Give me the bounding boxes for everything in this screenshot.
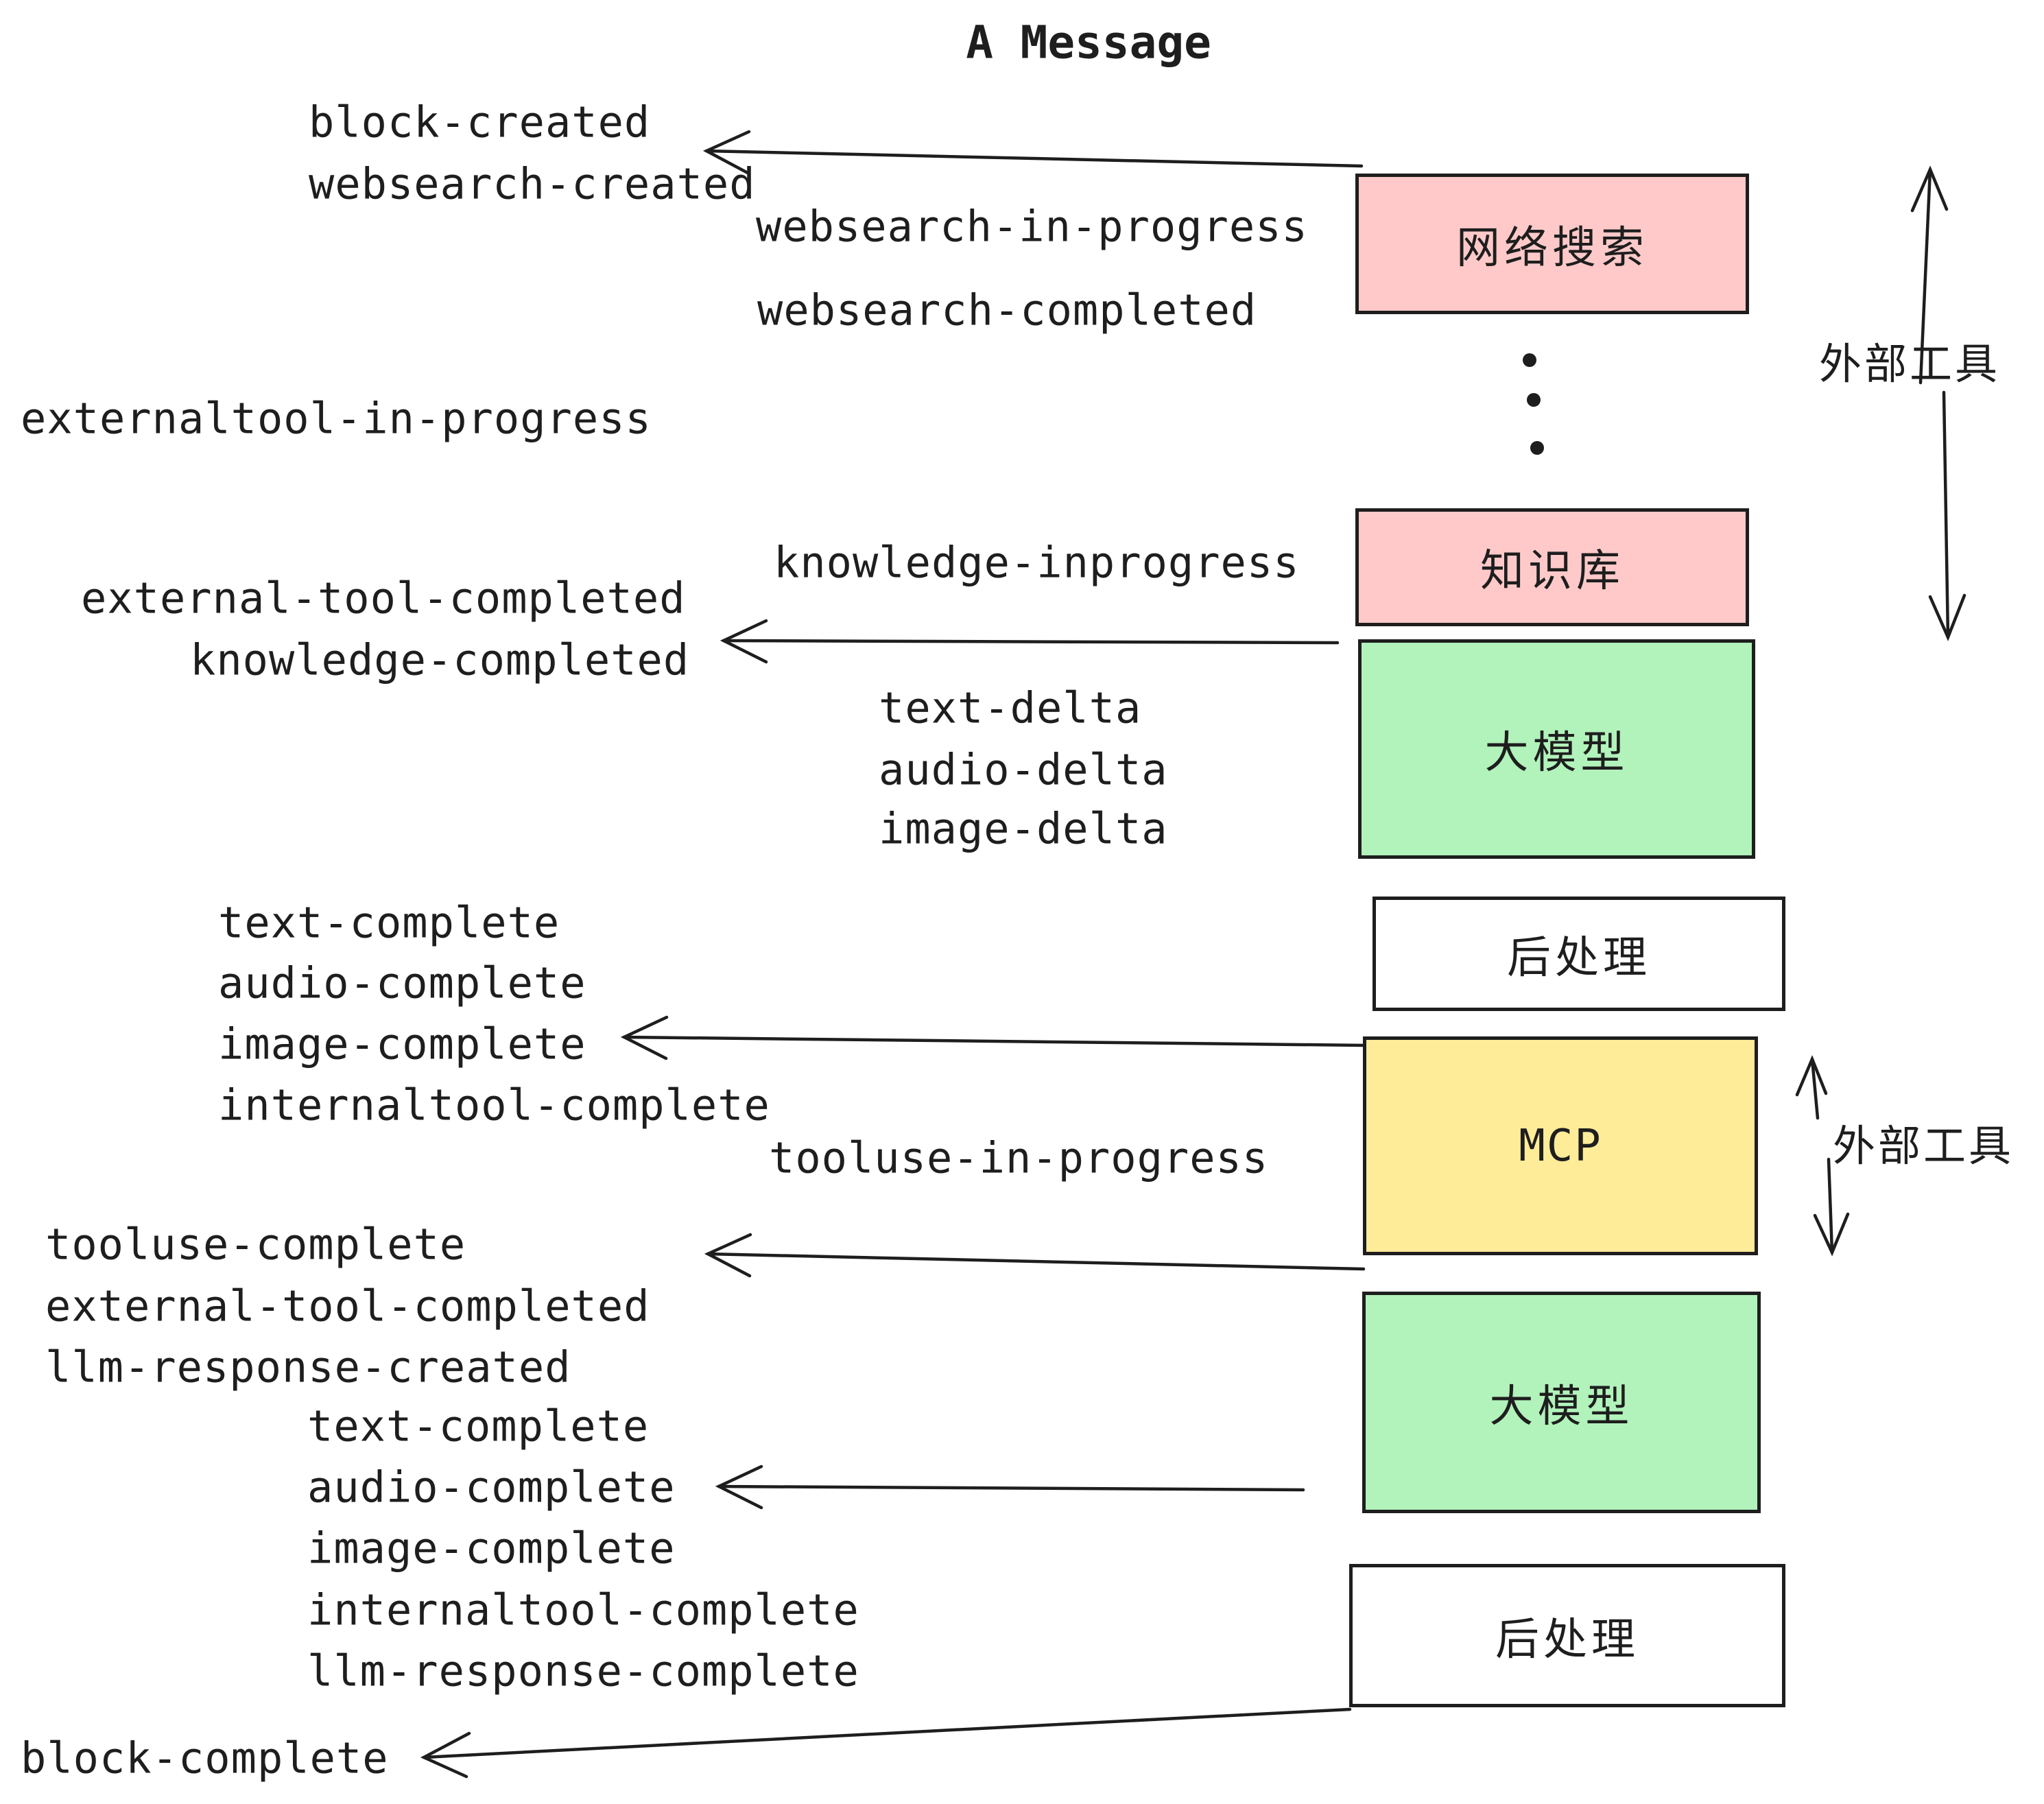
event-llm-response-created: llm-response-created — [45, 1342, 571, 1392]
mcp-box: MCP — [1363, 1036, 1758, 1255]
llm-box-1-label: 大模型 — [1484, 728, 1629, 779]
event-externaltool-in-progress: externaltool-in-progress — [21, 393, 652, 444]
event-block-created: block-created — [309, 97, 651, 147]
event-tooluse-in-progress: tooluse-in-progress — [769, 1132, 1269, 1183]
diagram-title: A Message — [966, 16, 1211, 69]
llm-box-2: 大模型 — [1362, 1292, 1761, 1513]
arrow-to-knowledge-completed-icon — [720, 619, 1340, 664]
event-websearch-created: websearch-created — [309, 158, 756, 209]
post-process-box-2-label: 后处理 — [1495, 1614, 1639, 1665]
llm-box-2-label: 大模型 — [1489, 1381, 1634, 1432]
arrow-to-audio-complete-icon — [715, 1464, 1305, 1510]
arrow-to-tooluse-complete-icon — [704, 1233, 1366, 1278]
arrow-to-image-complete-icon — [620, 1015, 1367, 1060]
post-process-box-1-label: 后处理 — [1507, 932, 1651, 984]
external-tools-bottom-down-arrow-icon — [1813, 1157, 1850, 1257]
event-image-complete-1: image-complete — [218, 1019, 586, 1069]
event-knowledge-completed: knowledge-completed — [190, 634, 690, 685]
event-internaltool-complete-1: internaltool-complete — [218, 1080, 770, 1130]
event-llm-response-complete: llm-response-complete — [307, 1646, 859, 1696]
external-tools-top-down-arrow-icon — [1928, 390, 1966, 641]
post-process-box-1: 后处理 — [1372, 897, 1785, 1011]
knowledge-base-box-label: 知识库 — [1480, 546, 1624, 597]
event-text-delta-1: text-delta — [879, 683, 1142, 733]
event-text-complete-2: text-complete — [307, 1401, 650, 1451]
external-tools-top-up-arrow-icon — [1910, 165, 1949, 385]
external-tools-top-label: 外部工具 — [1819, 339, 2001, 389]
arrow-to-websearch-created-icon — [702, 130, 1364, 175]
vertical-ellipsis-icon — [1523, 353, 1544, 455]
event-websearch-in-progress: websearch-in-progress — [756, 201, 1308, 252]
event-internaltool-complete-2: internaltool-complete — [307, 1585, 859, 1635]
web-search-box-label: 网络搜索 — [1456, 222, 1648, 274]
event-external-tool-completed: external-tool-completed — [81, 573, 686, 624]
llm-box-1: 大模型 — [1358, 639, 1755, 859]
event-tooluse-complete: tooluse-complete — [45, 1219, 466, 1270]
event-audio-complete-1: audio-complete — [218, 958, 586, 1008]
event-block-complete: block-complete — [21, 1733, 389, 1783]
mcp-box-label: MCP — [1519, 1120, 1602, 1172]
external-tools-bottom-label: 外部工具 — [1833, 1121, 2015, 1171]
arrow-to-block-complete-icon — [420, 1707, 1352, 1779]
event-knowledge-inprogress: knowledge-inprogress — [774, 537, 1300, 588]
web-search-box: 网络搜索 — [1355, 174, 1749, 314]
event-image-delta-1: image-delta — [879, 803, 1168, 854]
event-audio-complete-2: audio-complete — [307, 1462, 676, 1512]
event-image-complete-2: image-complete — [307, 1523, 676, 1574]
external-tools-bottom-up-arrow-icon — [1795, 1055, 1828, 1120]
event-text-complete-1: text-complete — [218, 897, 560, 948]
post-process-box-2: 后处理 — [1349, 1564, 1785, 1707]
event-audio-delta-1: audio-delta — [879, 744, 1168, 795]
event-external-tool-completed-2: external-tool-completed — [45, 1281, 650, 1331]
event-websearch-completed: websearch-completed — [757, 285, 1257, 335]
knowledge-base-box: 知识库 — [1355, 508, 1749, 626]
